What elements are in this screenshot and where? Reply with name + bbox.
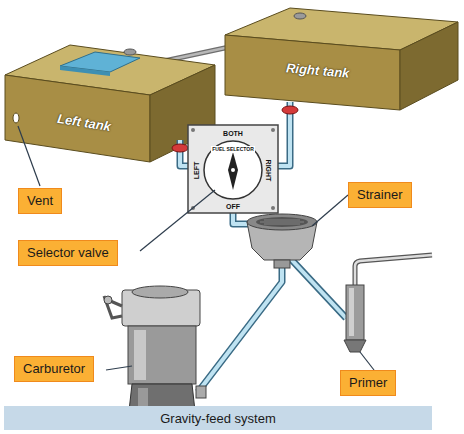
carburetor	[104, 286, 206, 420]
fuel-lines	[180, 102, 346, 392]
part-label: OFF	[226, 203, 240, 210]
callout-text: Primer	[349, 375, 387, 391]
strainer	[247, 214, 317, 268]
primer	[344, 255, 432, 352]
callout-text: Strainer	[357, 187, 403, 203]
part-label: BOTH	[223, 130, 243, 137]
left-tank	[5, 45, 215, 162]
part-label: RIGHT	[266, 159, 273, 181]
callout-box: Carburetor	[14, 356, 94, 382]
callout-text: Carburetor	[23, 361, 85, 377]
right-tank	[225, 8, 458, 110]
callout-box: Primer	[340, 370, 396, 396]
callout-text: Vent	[27, 193, 53, 209]
selector-valve	[188, 125, 278, 213]
callout-box: Strainer	[348, 182, 412, 208]
caption-text: Gravity-feed system	[160, 411, 276, 426]
part-label: LEFT	[194, 161, 201, 179]
callout-box: Vent	[18, 188, 62, 214]
callout-text: Selector valve	[27, 245, 109, 261]
caption-band: Gravity-feed system	[4, 406, 432, 430]
part-label: FUEL SELECTOR	[211, 146, 255, 153]
callout-box: Selector valve	[18, 240, 118, 266]
leader-lines	[18, 126, 374, 370]
